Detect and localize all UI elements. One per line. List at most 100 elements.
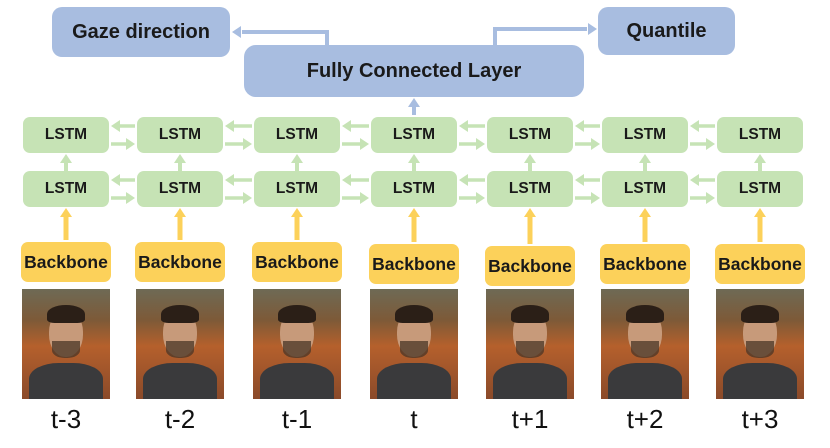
quantile-output-arrow-shaft <box>493 27 587 45</box>
backward-arrow-head <box>342 120 351 132</box>
backbone-1-label: Backbone <box>24 251 108 272</box>
lstm-top-4: LSTM <box>371 117 457 153</box>
backbone-2: Backbone <box>135 242 225 282</box>
backbone-4: Backbone <box>369 244 459 284</box>
face-frame-hair <box>626 305 664 323</box>
face-frame-hair <box>47 305 85 323</box>
fc-input-arrow-head <box>408 98 420 107</box>
face-frame-beard <box>516 341 544 358</box>
lstm-bottom-3: LSTM <box>254 171 340 207</box>
backbone-arrow-head <box>754 208 766 217</box>
layer-arrow-head <box>60 154 72 163</box>
gaze-direction-box: Gaze direction <box>52 7 230 57</box>
lstm-bottom-4: LSTM <box>371 171 457 207</box>
face-frame-1 <box>22 289 110 399</box>
backward-arrow-head <box>690 174 699 186</box>
face-frame-body <box>493 363 567 399</box>
lstm-top-4-label: LSTM <box>392 126 436 143</box>
face-frame-beard <box>400 341 428 358</box>
layer-arrow-head <box>754 154 766 163</box>
lstm-top-2-label: LSTM <box>158 126 202 143</box>
lstm-bottom-1-label: LSTM <box>44 180 88 197</box>
face-frame-hair <box>161 305 199 323</box>
forward-arrow-head <box>476 138 485 150</box>
face-frame-4 <box>370 289 458 399</box>
face-frame-5 <box>486 289 574 399</box>
face-frame-beard <box>631 341 659 358</box>
face-frame-hair <box>741 305 779 323</box>
lstm-top-1: LSTM <box>23 117 109 153</box>
face-frame-body <box>29 363 103 399</box>
lstm-top-5-label: LSTM <box>508 126 552 143</box>
backbone-6: Backbone <box>600 244 690 284</box>
backbone-arrow-head <box>291 208 303 217</box>
backward-arrow-head <box>111 120 120 132</box>
backbone-3: Backbone <box>252 242 342 282</box>
backward-arrow-head <box>225 120 234 132</box>
lstm-top-3: LSTM <box>254 117 340 153</box>
forward-arrow-head <box>360 138 369 150</box>
backward-arrow-head <box>575 120 584 132</box>
layer-arrow-head <box>291 154 303 163</box>
backbone-1: Backbone <box>21 242 111 282</box>
backward-arrow-head <box>111 174 120 186</box>
lstm-bottom-6: LSTM <box>602 171 688 207</box>
time-step-label: t-1 <box>281 404 313 434</box>
lstm-top-2: LSTM <box>137 117 223 153</box>
backward-arrow-head <box>459 174 468 186</box>
lstm-bottom-1: LSTM <box>23 171 109 207</box>
lstm-bottom-5-label: LSTM <box>508 180 552 197</box>
lstm-top-7: LSTM <box>717 117 803 153</box>
face-frame-beard <box>52 341 80 358</box>
backbone-3-label: Backbone <box>255 251 339 272</box>
backbone-6-label: Backbone <box>603 253 687 274</box>
time-step-label: t-3 <box>50 404 82 434</box>
forward-arrow-head <box>126 138 135 150</box>
lstm-bottom-2-label: LSTM <box>158 180 202 197</box>
face-frame-body <box>377 363 451 399</box>
lstm-bottom-7: LSTM <box>717 171 803 207</box>
layer-arrow-head <box>639 154 651 163</box>
forward-arrow-head <box>360 192 369 204</box>
forward-arrow-head <box>706 192 715 204</box>
backbone-arrow-head <box>174 208 186 217</box>
backward-arrow-head <box>225 174 234 186</box>
time-step-label: t <box>410 404 418 434</box>
backward-arrow-head <box>342 174 351 186</box>
lstm-top-7-label: LSTM <box>738 126 782 143</box>
face-frame-body <box>608 363 682 399</box>
fully-connected-layer-box: Fully Connected Layer <box>244 45 584 97</box>
forward-arrow-head <box>476 192 485 204</box>
face-frame-body <box>723 363 797 399</box>
face-frame-body <box>260 363 334 399</box>
backward-arrow-head <box>575 174 584 186</box>
face-frame-hair <box>278 305 316 323</box>
lstm-bottom-5: LSTM <box>487 171 573 207</box>
face-frame-7 <box>716 289 804 399</box>
lstm-top-1-label: LSTM <box>44 126 88 143</box>
forward-arrow-head <box>243 192 252 204</box>
backbone-arrow-head <box>408 208 420 217</box>
layer-arrow-head <box>524 154 536 163</box>
face-frame-hair <box>395 305 433 323</box>
forward-arrow-head <box>706 138 715 150</box>
face-frame-body <box>143 363 217 399</box>
quantile-box: Quantile <box>598 7 735 55</box>
time-step-label: t+1 <box>511 404 549 434</box>
face-frame-beard <box>746 341 774 358</box>
forward-arrow-head <box>591 138 600 150</box>
lstm-top-3-label: LSTM <box>275 126 319 143</box>
face-frame-6 <box>601 289 689 399</box>
time-step-label: t-2 <box>164 404 196 434</box>
lstm-bottom-4-label: LSTM <box>392 180 436 197</box>
face-frame-beard <box>166 341 194 358</box>
layer-arrow-head <box>408 154 420 163</box>
backbone-7-label: Backbone <box>718 253 802 274</box>
time-step-label: t+3 <box>741 404 779 434</box>
face-frame-hair <box>511 305 549 323</box>
fully-connected-layer-label: Fully Connected Layer <box>306 59 522 82</box>
quantile-output-arrow-head <box>588 23 597 35</box>
face-frame-3 <box>253 289 341 399</box>
face-frame-2 <box>136 289 224 399</box>
